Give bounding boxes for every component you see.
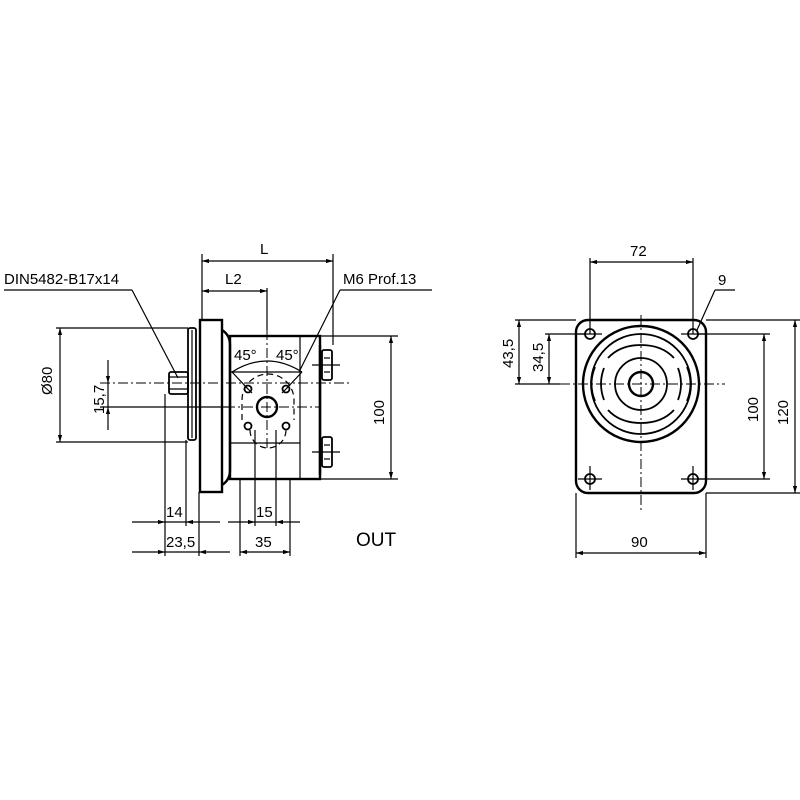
dim-port-spacing-outer: 35 [240, 534, 290, 555]
svg-text:23,5: 23,5 [166, 534, 195, 551]
front-center-lines [560, 315, 725, 510]
svg-text:M6 Prof.13: M6 Prof.13 [343, 271, 416, 288]
port-screw-hole [243, 384, 253, 394]
dim-bolt-spacing-h: 72 [589, 243, 694, 334]
front-view: 72 9 43,5 34,5 100 [500, 243, 800, 558]
leader-bolt-hole: 9 [696, 272, 735, 331]
side-view: 45° 45° L L2 M6 Prof.13 [4, 241, 432, 556]
svg-text:14: 14 [166, 504, 183, 521]
mounting-flange [198, 318, 232, 494]
dim-bolt-spacing-v: 100 [698, 333, 770, 480]
dim-port-spacing-inner: 15 [228, 504, 300, 525]
dim-L2: L2 [202, 271, 268, 330]
dim-bolt-to-center: 34,5 [530, 333, 585, 384]
dim-body-height: 100 [320, 335, 398, 480]
angle-right-label: 45° [276, 347, 299, 364]
port-label-out: OUT [356, 530, 397, 551]
leader-shaft-spec: DIN5482-B17x14 [4, 271, 179, 379]
svg-text:35: 35 [255, 534, 272, 551]
dim-flange-width: 90 [575, 493, 707, 558]
port-pattern: 45° 45° [231, 347, 303, 449]
port-screw-hole [281, 421, 291, 431]
svg-text:15,7: 15,7 [91, 385, 108, 414]
svg-text:100: 100 [745, 397, 762, 422]
svg-text:90: 90 [631, 534, 648, 551]
leader-port-thread: M6 Prof.13 [299, 271, 432, 371]
svg-text:34,5: 34,5 [530, 343, 547, 372]
svg-text:9: 9 [718, 272, 726, 289]
pilot-ring [187, 327, 197, 441]
svg-text:43,5: 43,5 [500, 339, 517, 368]
svg-text:72: 72 [630, 243, 647, 260]
svg-text:100: 100 [371, 400, 388, 425]
angle-left-label: 45° [234, 347, 257, 364]
rear-cover [312, 345, 340, 475]
svg-text:120: 120 [775, 400, 792, 425]
port-screw-hole [281, 384, 291, 394]
svg-text:L: L [260, 241, 268, 258]
dim-flange-to-shaft: 23,5 [132, 534, 230, 555]
dim-flange-height: 120 [706, 319, 800, 494]
dim-L: L [201, 241, 334, 345]
svg-text:L2: L2 [225, 271, 242, 288]
bottom-extension-lines [164, 394, 291, 556]
dim-pilot-diameter: Ø80 [39, 327, 188, 443]
dim-shaft-offset: 15,7 [91, 360, 230, 430]
dim-top-to-center: 43,5 [500, 319, 576, 385]
svg-text:DIN5482-B17x14: DIN5482-B17x14 [4, 271, 119, 288]
dim-shaft-length: 14 [132, 504, 220, 525]
svg-text:15: 15 [256, 504, 273, 521]
svg-text:Ø80: Ø80 [39, 367, 56, 395]
side-center-lines [100, 330, 350, 450]
port-screw-hole [243, 421, 253, 431]
